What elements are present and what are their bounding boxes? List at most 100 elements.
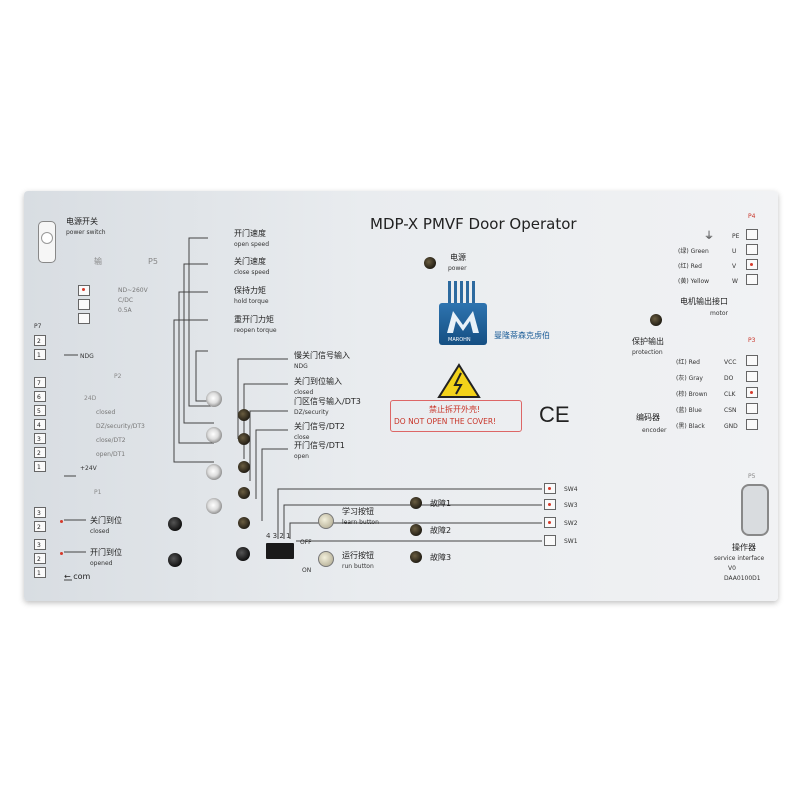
p3-wire-gnd: (黑) Black [676, 423, 705, 430]
power-supply-ac: C/DC [118, 297, 134, 304]
logo-pins [448, 281, 478, 303]
fault-label-3: 故障3 [430, 553, 452, 562]
sw1-terminal[interactable] [544, 535, 556, 546]
sw2-label: SW2 [564, 520, 578, 527]
dip-switch[interactable] [266, 543, 294, 559]
power-led-cn: 电源 [450, 253, 466, 262]
p1-terminal-3b[interactable]: 3 [34, 539, 46, 550]
ground-icon: ⏚ [704, 231, 714, 242]
p4-label: P4 [748, 213, 756, 220]
p4-dot [750, 263, 753, 266]
sw3-dot [548, 503, 551, 506]
p2-terminal-4[interactable]: 4 [34, 419, 46, 430]
p7-terminal-1[interactable]: 1 [34, 349, 46, 360]
p2-terminal-3[interactable]: 3 [34, 433, 46, 444]
p4-terminal-w[interactable] [746, 274, 758, 285]
learn-button[interactable] [318, 513, 334, 529]
p4-wire-w: (黄) Yellow [678, 278, 710, 285]
p3-name-vcc: VCC [724, 359, 737, 366]
p5-dot [82, 288, 85, 291]
mount-hole-2 [168, 553, 182, 567]
p1-label: P1 [94, 489, 102, 496]
pot-label-reopen-torque-en: reopen torque [234, 327, 277, 334]
p4-name-pe: PE [732, 233, 740, 240]
open-speed-pot[interactable] [206, 391, 222, 407]
p1-dot-a [60, 520, 63, 523]
power-supply-voltage: ND~260V [118, 287, 148, 294]
input-close-cn: 关门信号/DT2 [294, 422, 345, 431]
p4-terminal-u[interactable] [746, 244, 758, 255]
power-switch-label-cn: 电源开关 [66, 217, 98, 226]
run-button[interactable] [318, 551, 334, 567]
p7-terminal-2[interactable]: 2 [34, 335, 46, 346]
p4-terminal-pe[interactable] [746, 229, 758, 240]
dip-on-label: ON [302, 567, 312, 574]
p2-signal-24d: 24D [84, 395, 97, 402]
input-ndg-en: NDG [294, 363, 308, 370]
p3-wire-clk: (棕) Brown [676, 391, 708, 398]
p1-terminal-3a[interactable]: 3 [34, 507, 46, 518]
p2-signal-close: close/DT2 [96, 437, 126, 444]
p2-terminal-6[interactable]: 6 [34, 391, 46, 402]
p1-terminal-2b[interactable]: 2 [34, 553, 46, 564]
p7-signal: NDG [80, 353, 94, 360]
power-switch-knob [41, 232, 53, 244]
p2-terminal-7[interactable]: 7 [34, 377, 46, 388]
p4-name-w: W [732, 278, 738, 285]
fault-led-2 [410, 524, 422, 536]
learn-button-cn: 学习按钮 [342, 507, 374, 516]
close-speed-pot[interactable] [206, 427, 222, 443]
p3-label: P3 [748, 337, 756, 344]
p2-terminal-5[interactable]: 5 [34, 405, 46, 416]
p3-terminal-gnd[interactable] [746, 419, 758, 430]
input-led-close [238, 487, 250, 499]
mount-hole-3 [236, 547, 250, 561]
fault-led-1 [410, 497, 422, 509]
input-ndg-cn: 慢关门信号输入 [294, 351, 350, 360]
p1-closed-en: closed [90, 528, 110, 535]
p3-name-csn: CSN [724, 407, 737, 414]
motor-cn: 电机输出接口 [680, 297, 728, 306]
power-switch-label-en: power switch [66, 229, 106, 236]
p2-terminal-1[interactable]: 1 [34, 461, 46, 472]
p3-wire-do: (灰) Gray [676, 375, 703, 382]
p4-wire-u: (绿) Green [678, 248, 709, 255]
p3-name-do: DO [724, 375, 734, 382]
input-led-closed [238, 433, 250, 445]
input-led-ndg [238, 409, 250, 421]
p3-dot [750, 391, 753, 394]
p5-terminal-3[interactable] [78, 313, 90, 324]
reopen-torque-pot[interactable] [206, 498, 222, 514]
pot-label-reopen-torque-cn: 重开门力矩 [234, 315, 274, 324]
pot-label-hold-torque-en: hold torque [234, 298, 269, 305]
p1-terminal-2a[interactable]: 2 [34, 521, 46, 532]
p2-signal-open: open/DT1 [96, 451, 126, 458]
p4-wire-v: (红) Red [678, 263, 702, 270]
input-close-en: close [294, 434, 310, 441]
p2-signal-security: DZ/security/DT3 [96, 423, 145, 430]
p3-terminal-vcc[interactable] [746, 355, 758, 366]
fault-label-1: 故障1 [430, 499, 452, 508]
brand-name-cn: 曼隆蒂森克虏伯 [494, 331, 550, 340]
service-interface-serial: DAA0100D1 [724, 575, 761, 582]
p2-signal-24v: +24V [80, 465, 97, 472]
p1-terminal-1b[interactable]: 1 [34, 567, 46, 578]
dip-numbers: 4 3 2 1 [266, 532, 291, 540]
door-operator-panel: MDP-X PMVF Door Operator 电源开关 power swit… [24, 191, 778, 601]
pot-label-open-speed-cn: 开门速度 [234, 229, 266, 238]
wiring-lines [64, 237, 542, 581]
p3-terminal-csn[interactable] [746, 403, 758, 414]
p3-terminal-do[interactable] [746, 371, 758, 382]
input-led-open [238, 517, 250, 529]
p3-wire-vcc: (红) Red [676, 359, 700, 366]
p3-wire-csn: (蓝) Blue [676, 407, 702, 414]
encoder-cn: 编码器 [636, 413, 660, 422]
run-button-cn: 运行按钮 [342, 551, 374, 560]
hold-torque-pot[interactable] [206, 464, 222, 480]
service-interface-cn: 操作器 [732, 543, 756, 552]
service-interface-port[interactable] [741, 484, 769, 536]
pot-label-hold-torque-cn: 保持力矩 [234, 286, 266, 295]
sw3-label: SW3 [564, 502, 578, 509]
p5-terminal-2[interactable] [78, 299, 90, 310]
p2-terminal-2[interactable]: 2 [34, 447, 46, 458]
